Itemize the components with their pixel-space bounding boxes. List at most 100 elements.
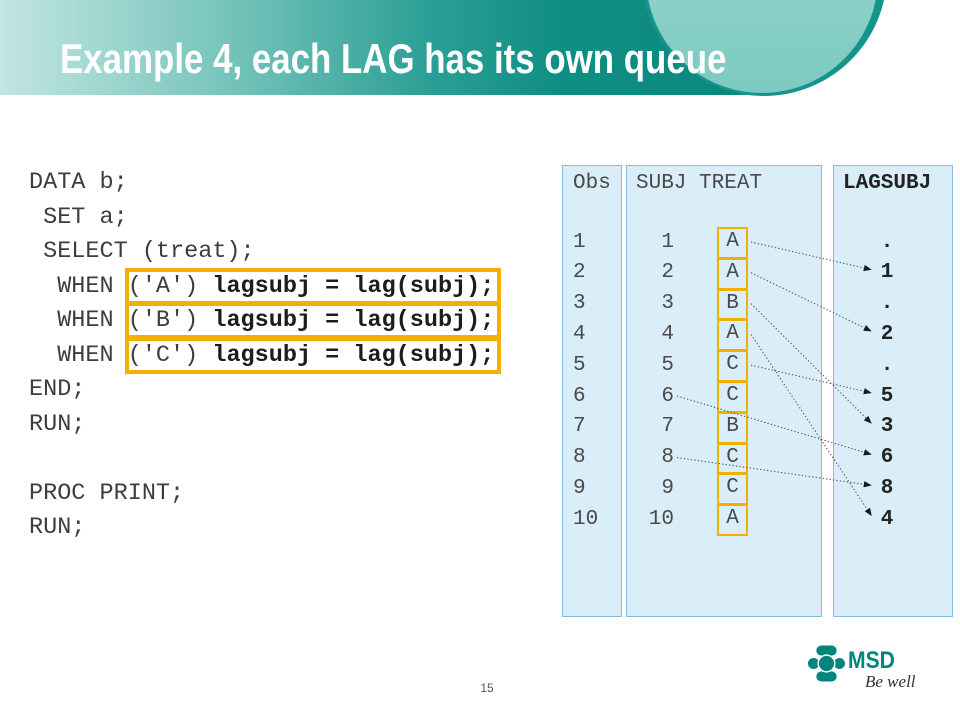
table-row: 5 bbox=[563, 351, 621, 382]
treat-cell: C bbox=[717, 442, 748, 475]
code-text: RUN; bbox=[29, 514, 86, 541]
lagsubj-cell: 2 bbox=[880, 322, 894, 346]
treat-cell: A bbox=[717, 504, 748, 537]
table-row: 7 bbox=[563, 412, 621, 443]
code-line: PROC PRINT; bbox=[29, 477, 494, 512]
code-block: DATA b; SET a; SELECT (treat); WHEN ('A'… bbox=[29, 166, 502, 546]
code-text: WHEN bbox=[29, 307, 128, 334]
code-text: SET a; bbox=[29, 203, 128, 231]
subj-cell: 8 bbox=[661, 446, 674, 470]
table-row: 3 bbox=[563, 289, 621, 320]
lag-assignment: lagsubj = lag(subj); bbox=[212, 341, 495, 369]
table-row: 5 bbox=[834, 382, 952, 413]
table-row: 8 bbox=[834, 474, 952, 505]
code-text: WHEN bbox=[29, 341, 128, 369]
code-text: END; bbox=[29, 376, 86, 403]
lagsubj-cell: 3 bbox=[880, 415, 894, 439]
table-row: 8 bbox=[563, 443, 621, 474]
code-line: WHEN ('C') lagsubj = lag(subj); bbox=[29, 336, 502, 374]
treat-cell: A bbox=[717, 257, 748, 290]
when-condition: ('C') bbox=[127, 341, 199, 369]
code-line: SELECT (treat); bbox=[29, 235, 494, 270]
treat-cell: B bbox=[717, 288, 748, 321]
code-line: RUN; bbox=[29, 511, 494, 546]
obs-cell: 10 bbox=[573, 507, 599, 531]
code-text: SELECT (treat); bbox=[29, 238, 255, 265]
title-banner bbox=[0, 0, 884, 96]
code-line: END; bbox=[29, 373, 494, 408]
subj-cell: 1 bbox=[661, 230, 674, 254]
highlight-box bbox=[124, 336, 502, 374]
treat-cell: A bbox=[717, 227, 748, 259]
subj-cell: 3 bbox=[661, 292, 674, 316]
logo-brand: MSD bbox=[848, 647, 895, 674]
table-row: 10 bbox=[563, 505, 621, 536]
lagsubj-cell: 4 bbox=[880, 507, 894, 531]
subj-cell: 4 bbox=[661, 322, 674, 346]
table-row: 9 bbox=[563, 474, 621, 505]
obs-cell: 5 bbox=[573, 353, 586, 377]
lagsubj-cell: 1 bbox=[880, 261, 894, 285]
code-text: WHEN bbox=[29, 272, 128, 300]
treat-cell: C bbox=[717, 381, 748, 413]
table-row: 2 bbox=[834, 320, 952, 351]
lag-assignment: lagsubj = lag(subj); bbox=[212, 307, 495, 334]
table-row: 3 bbox=[834, 412, 952, 443]
obs-cell: 3 bbox=[573, 292, 586, 316]
lagsubj-cell: 5 bbox=[880, 384, 894, 408]
when-condition: ('A') bbox=[127, 272, 199, 300]
lagsubj-cell: 8 bbox=[880, 476, 894, 500]
treat-cell: C bbox=[717, 473, 748, 506]
obs-cell: 7 bbox=[573, 415, 586, 439]
code-line: DATA b; bbox=[29, 166, 494, 201]
lag-assignment: lagsubj = lag(subj); bbox=[212, 272, 495, 300]
code-line: WHEN ('B') lagsubj = lag(subj); bbox=[29, 302, 502, 339]
page-number: 15 bbox=[480, 681, 494, 695]
code-text: PROC PRINT; bbox=[29, 479, 185, 507]
code-text: DATA b; bbox=[29, 169, 128, 196]
treat-header: TREAT bbox=[699, 171, 763, 195]
table-row: 2 bbox=[563, 258, 621, 289]
table-row: 1 bbox=[563, 228, 621, 259]
treat-cell: B bbox=[717, 411, 748, 444]
table-row: 6 bbox=[834, 443, 952, 474]
highlighted-statement: ('B') lagsubj = lag(subj); bbox=[124, 302, 502, 339]
highlight-box bbox=[124, 267, 502, 305]
treat-cell: A bbox=[717, 319, 748, 352]
code-line: SET a; bbox=[29, 201, 494, 236]
treat-cell: C bbox=[717, 350, 748, 383]
obs-cell: 2 bbox=[573, 261, 586, 285]
table-row: . bbox=[834, 228, 952, 259]
code-line: RUN; bbox=[29, 408, 494, 443]
obs-cell: 4 bbox=[573, 322, 586, 346]
subj-cell: 7 bbox=[661, 415, 674, 439]
table-row: 6 bbox=[563, 382, 621, 413]
slide-title: Example 4, each LAG has its own queue bbox=[60, 35, 727, 82]
code-text: RUN; bbox=[29, 410, 86, 438]
code-line bbox=[29, 442, 494, 477]
lagsubj-cell: . bbox=[880, 353, 894, 377]
when-condition: ('B') bbox=[127, 307, 199, 334]
highlighted-statement: ('C') lagsubj = lag(subj); bbox=[124, 336, 502, 374]
logo-tagline: Be well bbox=[865, 672, 916, 691]
obs-cell: 8 bbox=[573, 446, 586, 470]
obs-header: Obs bbox=[573, 171, 611, 195]
lagsubj-header: LAGSUBJ bbox=[843, 171, 932, 195]
msd-logo-icon bbox=[808, 645, 845, 682]
subj-cell: 6 bbox=[661, 384, 674, 408]
table-row: . bbox=[834, 351, 952, 382]
lagsubj-cell: . bbox=[880, 292, 894, 316]
banner-circle-light bbox=[648, 0, 876, 93]
